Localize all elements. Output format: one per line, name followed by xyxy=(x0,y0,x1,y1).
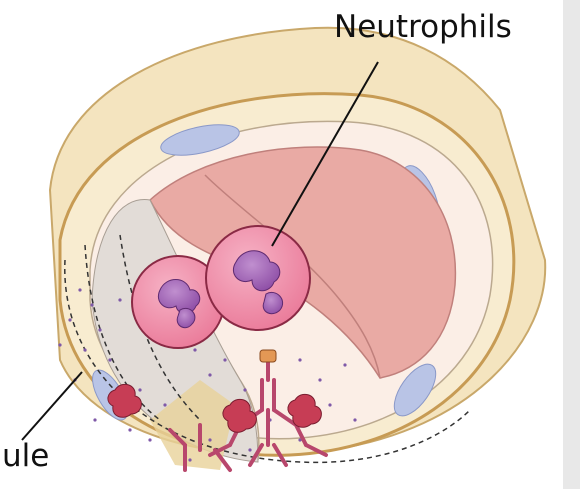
tubule-leader-line xyxy=(22,372,82,440)
neutrophils-label: Neutrophils xyxy=(334,12,512,43)
neutrophil-cell xyxy=(206,226,310,330)
receptor-joint xyxy=(260,350,276,362)
right-side-panel xyxy=(563,0,580,489)
tubule-label: ule xyxy=(2,441,49,472)
